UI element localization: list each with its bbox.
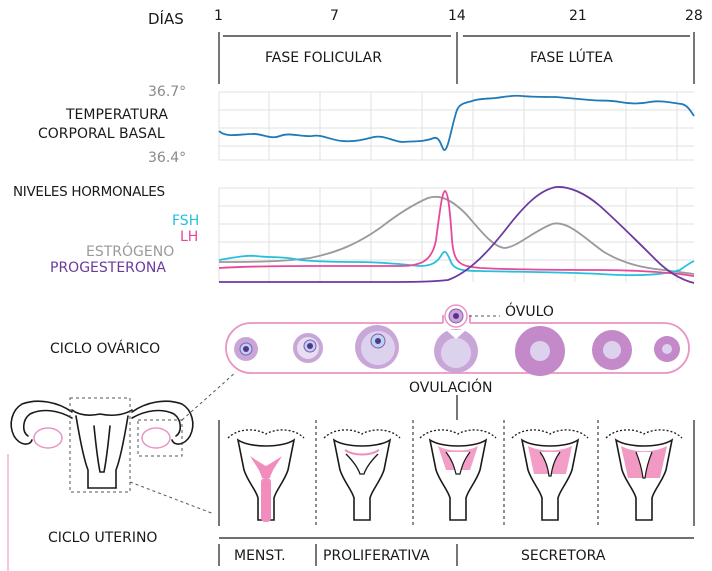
day-tick-21: 21 (569, 8, 587, 24)
follicle-stage-2-icon (293, 333, 323, 363)
temperature-min-label: 36.4° (148, 150, 187, 166)
uterus-menstruation-icon (227, 429, 305, 522)
uterine-axis (218, 420, 695, 526)
reproductive-system-icon (10, 400, 194, 489)
progesterone-curve (218, 186, 695, 284)
uterine-phase-secretory: SECRETORA (521, 548, 606, 564)
uterine-phase-proliferative: PROLIFERATIVA (323, 548, 430, 564)
ovum-icon (444, 304, 468, 328)
corpus-luteum-1-icon (515, 326, 565, 376)
estrogen-curve (218, 195, 695, 275)
ovulation-label: OVULACIÓN (409, 380, 493, 396)
ovum-label: ÓVULO (505, 304, 554, 320)
temperature-max-label: 36.7° (148, 84, 187, 100)
hormones-title: NIVELES HORMONALES (13, 184, 165, 200)
lh-curve (218, 190, 695, 277)
zoom-guides (69, 371, 237, 515)
fsh-curve (218, 251, 695, 277)
legend-lh: LH (180, 229, 199, 245)
temperature-label-line2: CORPORAL BASAL (38, 126, 165, 142)
phase-follicular-label: FASE FOLICULAR (265, 50, 382, 66)
uterus-secretory-mid-icon (511, 429, 589, 521)
uterus-secretory-late-icon (605, 429, 683, 521)
day-tick-7: 7 (330, 8, 339, 24)
legend-progesterone: PROGESTERONA (50, 260, 166, 276)
uterus-proliferative-icon (323, 429, 401, 521)
uterine-phase-menstrual: MENST. (234, 548, 286, 564)
day-tick-14: 14 (448, 8, 466, 24)
ruptured-follicle-icon (434, 329, 478, 373)
uterine-phase-brackets (218, 537, 694, 566)
day-tick-28: 28 (685, 8, 703, 24)
uterus-secretory-early-icon (419, 429, 497, 521)
legend-estrogen: ESTRÓGENO (86, 244, 175, 260)
follicle-stage-3-icon (355, 325, 399, 369)
temperature-grid (218, 91, 694, 161)
corpus-luteum-2-icon (592, 330, 632, 370)
uterine-cycle-title: CICLO UTERINO (48, 530, 158, 546)
temperature-curve (218, 94, 695, 151)
corpus-albicans-icon (654, 336, 680, 362)
days-label: DÍAS (148, 10, 184, 28)
left-ovary-icon (33, 427, 63, 449)
follicle-stage-1-icon (234, 337, 258, 361)
temperature-label-line1: TEMPERATURA (66, 107, 168, 123)
day-axis (218, 32, 695, 84)
phase-luteal-label: FASE LÚTEA (530, 50, 613, 66)
legend-fsh: FSH (172, 213, 200, 229)
ovarian-cycle-title: CICLO OVÁRICO (50, 341, 161, 357)
right-ovary-icon (141, 427, 171, 449)
day-tick-1: 1 (214, 8, 223, 24)
